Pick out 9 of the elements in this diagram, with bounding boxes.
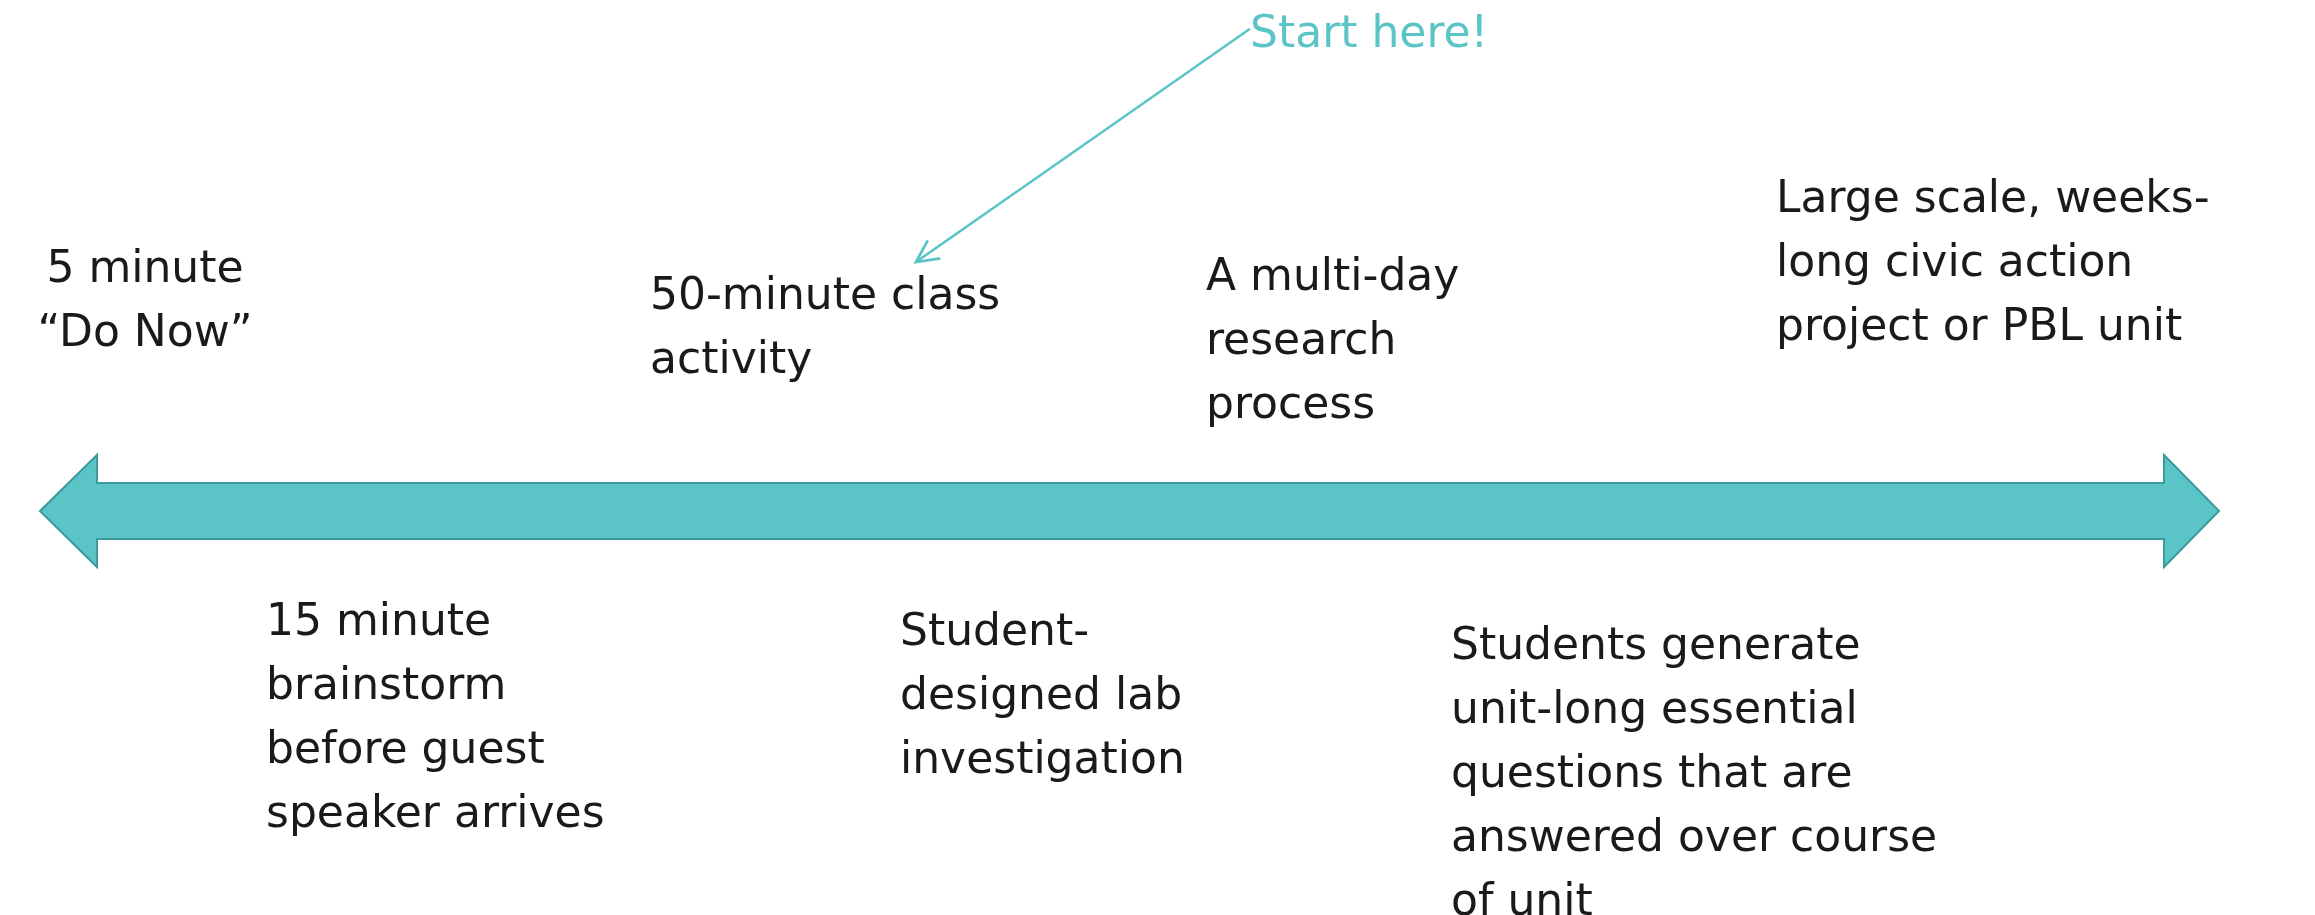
timeline-item: Large scale, weeks-long civic action project or PBL unit (1776, 170, 2211, 352)
timeline-item: 5 minute “Do Now” (36, 240, 254, 358)
timeline-item: 50-minute class activity (650, 262, 1030, 390)
timeline-item: Students generate unit-long essential questions that are answered over course of unit (1451, 617, 1939, 915)
timeline-item: 15 minute brainstorm before guest speaker arrives (266, 593, 606, 839)
callout-text: Start here! (1250, 0, 1580, 64)
timeline-item: Student-designed lab investigation (900, 603, 1186, 785)
leader-arrow (914, 27, 1251, 264)
timeline-item: A multi-day research process (1206, 248, 1461, 430)
